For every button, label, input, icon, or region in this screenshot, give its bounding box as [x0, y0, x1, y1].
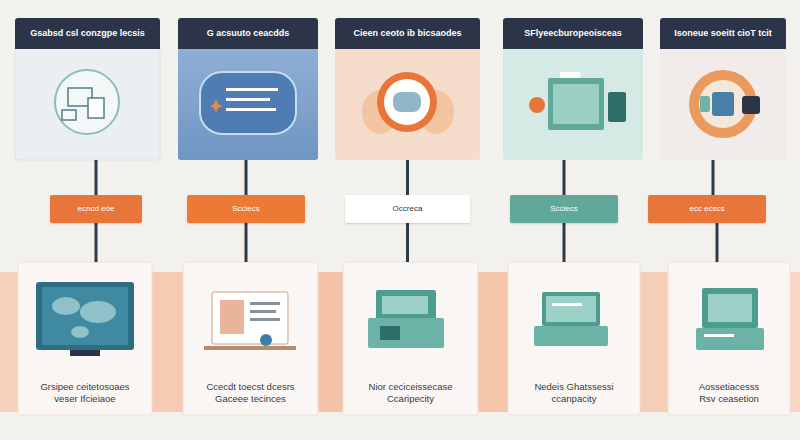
result-card: Nedeis Ghatssessiccanpacity — [508, 262, 640, 415]
step-banner: Scciecs — [510, 195, 618, 223]
caption-group: Nior ceciceissecaseCcaripecity — [343, 381, 478, 405]
step-banner: ecc ecscs — [648, 195, 766, 223]
connector-line — [712, 160, 715, 195]
step-banner: Scciecs — [187, 195, 305, 223]
card-caption: Rsv ceasetion — [668, 393, 790, 405]
caption-group: AossetiacesssRsv ceasetion — [668, 381, 790, 405]
card-heading: SFlyeecburopeoisceas — [503, 18, 643, 49]
connector-line — [406, 223, 409, 262]
card-caption: ccanpacity — [508, 393, 640, 405]
banner-label: Scciecs — [226, 204, 266, 214]
banner-label: ecc ecscs — [683, 204, 730, 214]
step-card: SFlyeecburopeoisceas — [503, 18, 643, 160]
connector-line — [563, 160, 566, 195]
banner-label: ecncd eoe — [72, 204, 121, 214]
card-caption: Aossetiacesss — [668, 381, 790, 393]
connector-line — [245, 223, 248, 262]
caption-group: Grsipee ceitetosoaesveser Ifcieiaoe — [18, 381, 152, 405]
card-caption: Grsipee ceitetosoaes — [18, 381, 152, 393]
result-card: Nior ceciceissecaseCcaripecity — [343, 262, 478, 415]
card-caption: Nior ceciceissecase — [343, 381, 478, 393]
step-card: Isoneue soeitt cioT tcit — [660, 18, 786, 160]
step-card: Gsabsd csl conzgpe lecsis — [15, 18, 160, 160]
card-heading: G acsuuto ceacdds — [178, 18, 318, 49]
card-caption: veser Ifcieiaoe — [18, 393, 152, 405]
card-caption: Ccecdt toecst dcesrs — [183, 381, 318, 393]
card-heading: Gsabsd csl conzgpe lecsis — [15, 18, 160, 49]
card-heading: Cieen ceoto ib bicsaodes — [335, 18, 480, 49]
connector-line — [95, 160, 98, 195]
connector-line — [245, 160, 248, 195]
step-card: Cieen ceoto ib bicsaodes — [335, 18, 480, 160]
card-heading: Isoneue soeitt cioT tcit — [660, 18, 786, 49]
caption-group: Ccecdt toecst dcesrsGaceee tecinces — [183, 381, 318, 405]
banner-label: Scciecs — [544, 204, 584, 214]
result-card: AossetiacesssRsv ceasetion — [668, 262, 790, 415]
connector-line — [406, 160, 409, 195]
caption-group: Nedeis Ghatssessiccanpacity — [508, 381, 640, 405]
connector-line — [716, 223, 719, 262]
step-banner: ecncd eoe — [50, 195, 142, 223]
connector-line — [563, 223, 566, 262]
result-card: Ccecdt toecst dcesrsGaceee tecinces — [183, 262, 318, 415]
result-card: Grsipee ceitetosoaesveser Ifcieiaoe — [18, 262, 152, 415]
card-caption: Nedeis Ghatssessi — [508, 381, 640, 393]
step-banner: Occreca — [345, 195, 470, 223]
connector-line — [95, 223, 98, 262]
card-caption: Gaceee tecinces — [183, 393, 318, 405]
card-caption: Ccaripecity — [343, 393, 478, 405]
step-card: G acsuuto ceacdds — [178, 18, 318, 160]
banner-label: Occreca — [387, 204, 429, 214]
